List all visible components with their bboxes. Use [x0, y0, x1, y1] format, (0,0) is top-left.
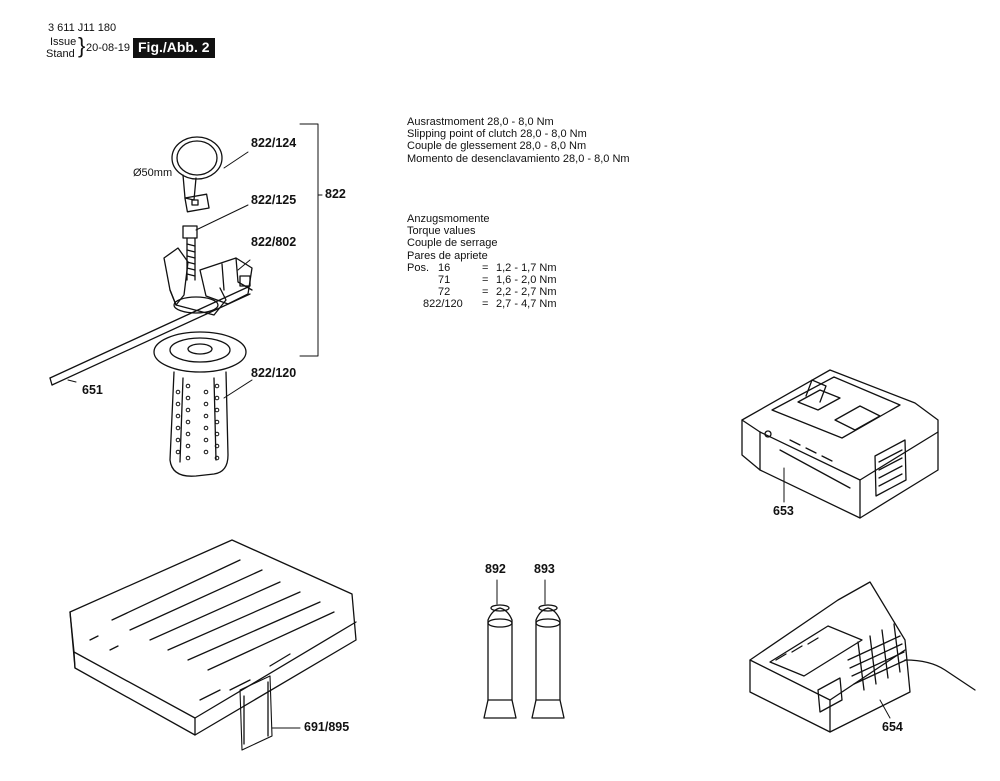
battery-pack-part: [741, 369, 939, 519]
torque-value: 2,2 - 2,7 Nm: [496, 286, 557, 299]
callout-892: 892: [485, 562, 506, 576]
tube-leaders: [496, 579, 546, 605]
torque-eq: =: [482, 298, 489, 311]
torque-value: 1,2 - 1,7 Nm: [496, 261, 557, 274]
clutch-note-es: Momento de desenclavamiento 28,0 - 8,0 N…: [407, 152, 630, 165]
torque-row: 72 = 2,2 - 2,7 Nm: [407, 286, 627, 298]
clutch-note-de: Ausrastmoment 28,0 - 8,0 Nm: [407, 116, 554, 128]
charger-leader: [879, 699, 891, 719]
torque-eq: =: [482, 261, 489, 274]
torque-pos: 16: [438, 261, 451, 274]
clutch-note-en: Slipping point of clutch 28,0 - 8,0 Nm: [407, 128, 587, 141]
grease-tube-892: [483, 604, 517, 719]
torque-title-de: Anzugsmomente: [407, 213, 490, 225]
clutch-note-fr: Couple de glessement 28,0 - 8,0 Nm: [407, 140, 587, 153]
grease-tube-893: [531, 604, 565, 719]
drawing-number: 3 611 J11 180: [48, 22, 117, 34]
callout-653: 653: [773, 504, 794, 518]
callout-651: 651: [82, 383, 103, 397]
issue-date: 20-08-19: [86, 42, 131, 54]
callout-893: 893: [534, 562, 555, 576]
torque-pos: 71: [438, 274, 451, 286]
clutch-notes: Ausrastmoment 28,0 - 8,0 Nm Slipping poi…: [407, 116, 630, 165]
bolt-part: [182, 225, 198, 281]
callout-691-895: 691/895: [304, 720, 350, 734]
torque-eq: =: [482, 286, 489, 299]
torque-value: 1,6 - 2,0 Nm: [496, 274, 557, 286]
figure-label: Fig./Abb. 2: [133, 38, 215, 58]
clamp-band-part: [171, 136, 223, 213]
dimension-label: Ø50mm: [133, 167, 172, 179]
callout-822-125: 822/125: [251, 193, 297, 207]
torque-pos: 72: [438, 286, 451, 299]
torque-value: 2,7 - 4,7 Nm: [496, 298, 557, 311]
group-822-leaders: [67, 123, 323, 399]
torque-notes: Anzugsmomente Torque values Couple de se…: [407, 213, 627, 311]
header-brace: }: [78, 33, 86, 58]
callout-822-124: 822/124: [251, 136, 297, 150]
torque-title-es: Pares de apriete: [407, 249, 488, 262]
pos-label: Pos.: [407, 261, 430, 274]
torque-pos: 822/120: [423, 298, 463, 311]
callout-822-802: 822/802: [251, 235, 297, 249]
torque-row: 71 = 1,6 - 2,0 Nm: [407, 274, 627, 286]
stand-label: Stand: [46, 48, 75, 60]
torque-eq: =: [482, 274, 489, 286]
charger-part: [749, 581, 976, 733]
torque-row: Pos. 16 = 1,2 - 1,7 Nm: [407, 262, 627, 274]
depth-rod-part: [49, 286, 251, 386]
torque-title-en: Torque values: [407, 225, 476, 238]
callout-822-120: 822/120: [251, 366, 297, 380]
callout-654: 654: [882, 720, 903, 734]
issue-label: Issue: [50, 36, 77, 48]
torque-row: 822/120 = 2,7 - 4,7 Nm: [407, 298, 627, 310]
carrying-case-part: [69, 539, 357, 751]
auxiliary-handle-part: [153, 331, 247, 477]
callout-822: 822: [325, 187, 346, 201]
torque-title-fr: Couple de serrage: [407, 237, 498, 250]
